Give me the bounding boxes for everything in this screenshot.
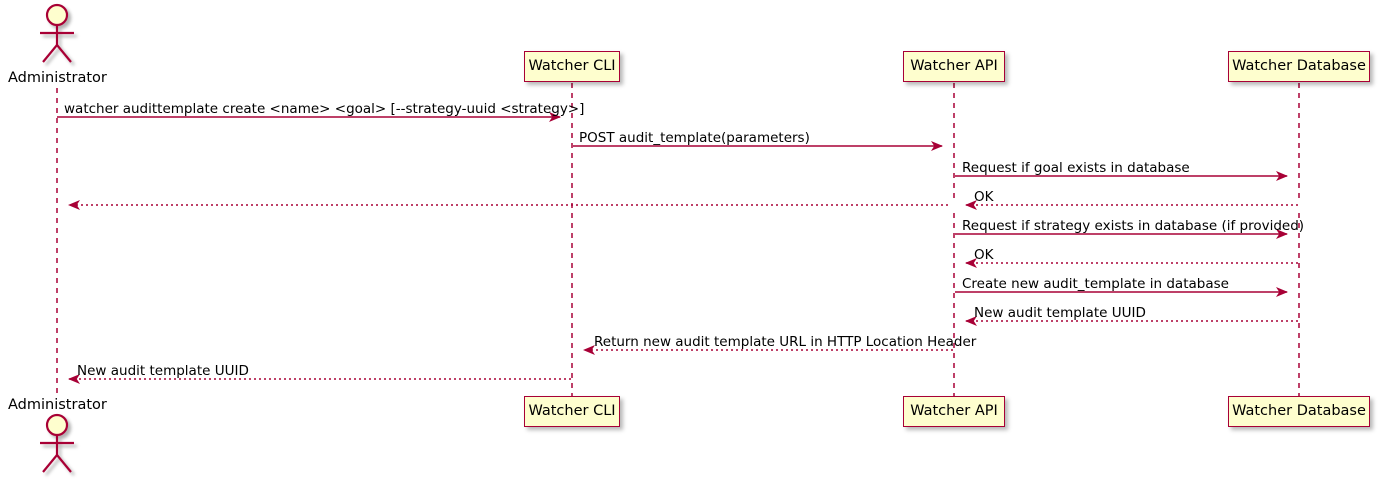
participant-watcher-api-top[interactable]: Watcher API [903,51,1005,82]
actor-label-administrator-bottom: Administrator [8,397,107,413]
participant-watcher-cli-top[interactable]: Watcher CLI [524,51,620,82]
participant-watcher-database-bottom[interactable]: Watcher Database [1228,396,1370,427]
message-label-6: OK [974,247,994,263]
participant-label: Watcher API [910,403,998,420]
participant-watcher-api-bottom[interactable]: Watcher API [903,396,1005,427]
participant-label: Watcher CLI [528,58,616,75]
actor-label-administrator-top: Administrator [8,70,107,86]
message-label-8: New audit template UUID [974,305,1146,321]
participant-label: Watcher Database [1232,403,1366,420]
participant-label: Watcher CLI [528,403,616,420]
message-label-2: POST audit_template(parameters) [579,130,810,146]
participant-label: Watcher Database [1232,58,1366,75]
actor-administrator-bottom [40,413,74,473]
message-label-9: Return new audit template URL in HTTP Lo… [594,334,977,350]
message-label-5: Request if strategy exists in database (… [962,218,1305,234]
participant-watcher-database-top[interactable]: Watcher Database [1228,51,1370,82]
message-label-7: Create new audit_template in database [962,276,1229,292]
message-label-4: OK [974,189,994,205]
participant-watcher-cli-bottom[interactable]: Watcher CLI [524,396,620,427]
message-label-10: New audit template UUID [77,363,249,379]
message-label-3: Request if goal exists in database [962,160,1190,176]
participant-label: Watcher API [910,58,998,75]
message-label-1: watcher audittemplate create <name> <goa… [64,101,585,117]
actor-administrator-top [40,3,74,63]
